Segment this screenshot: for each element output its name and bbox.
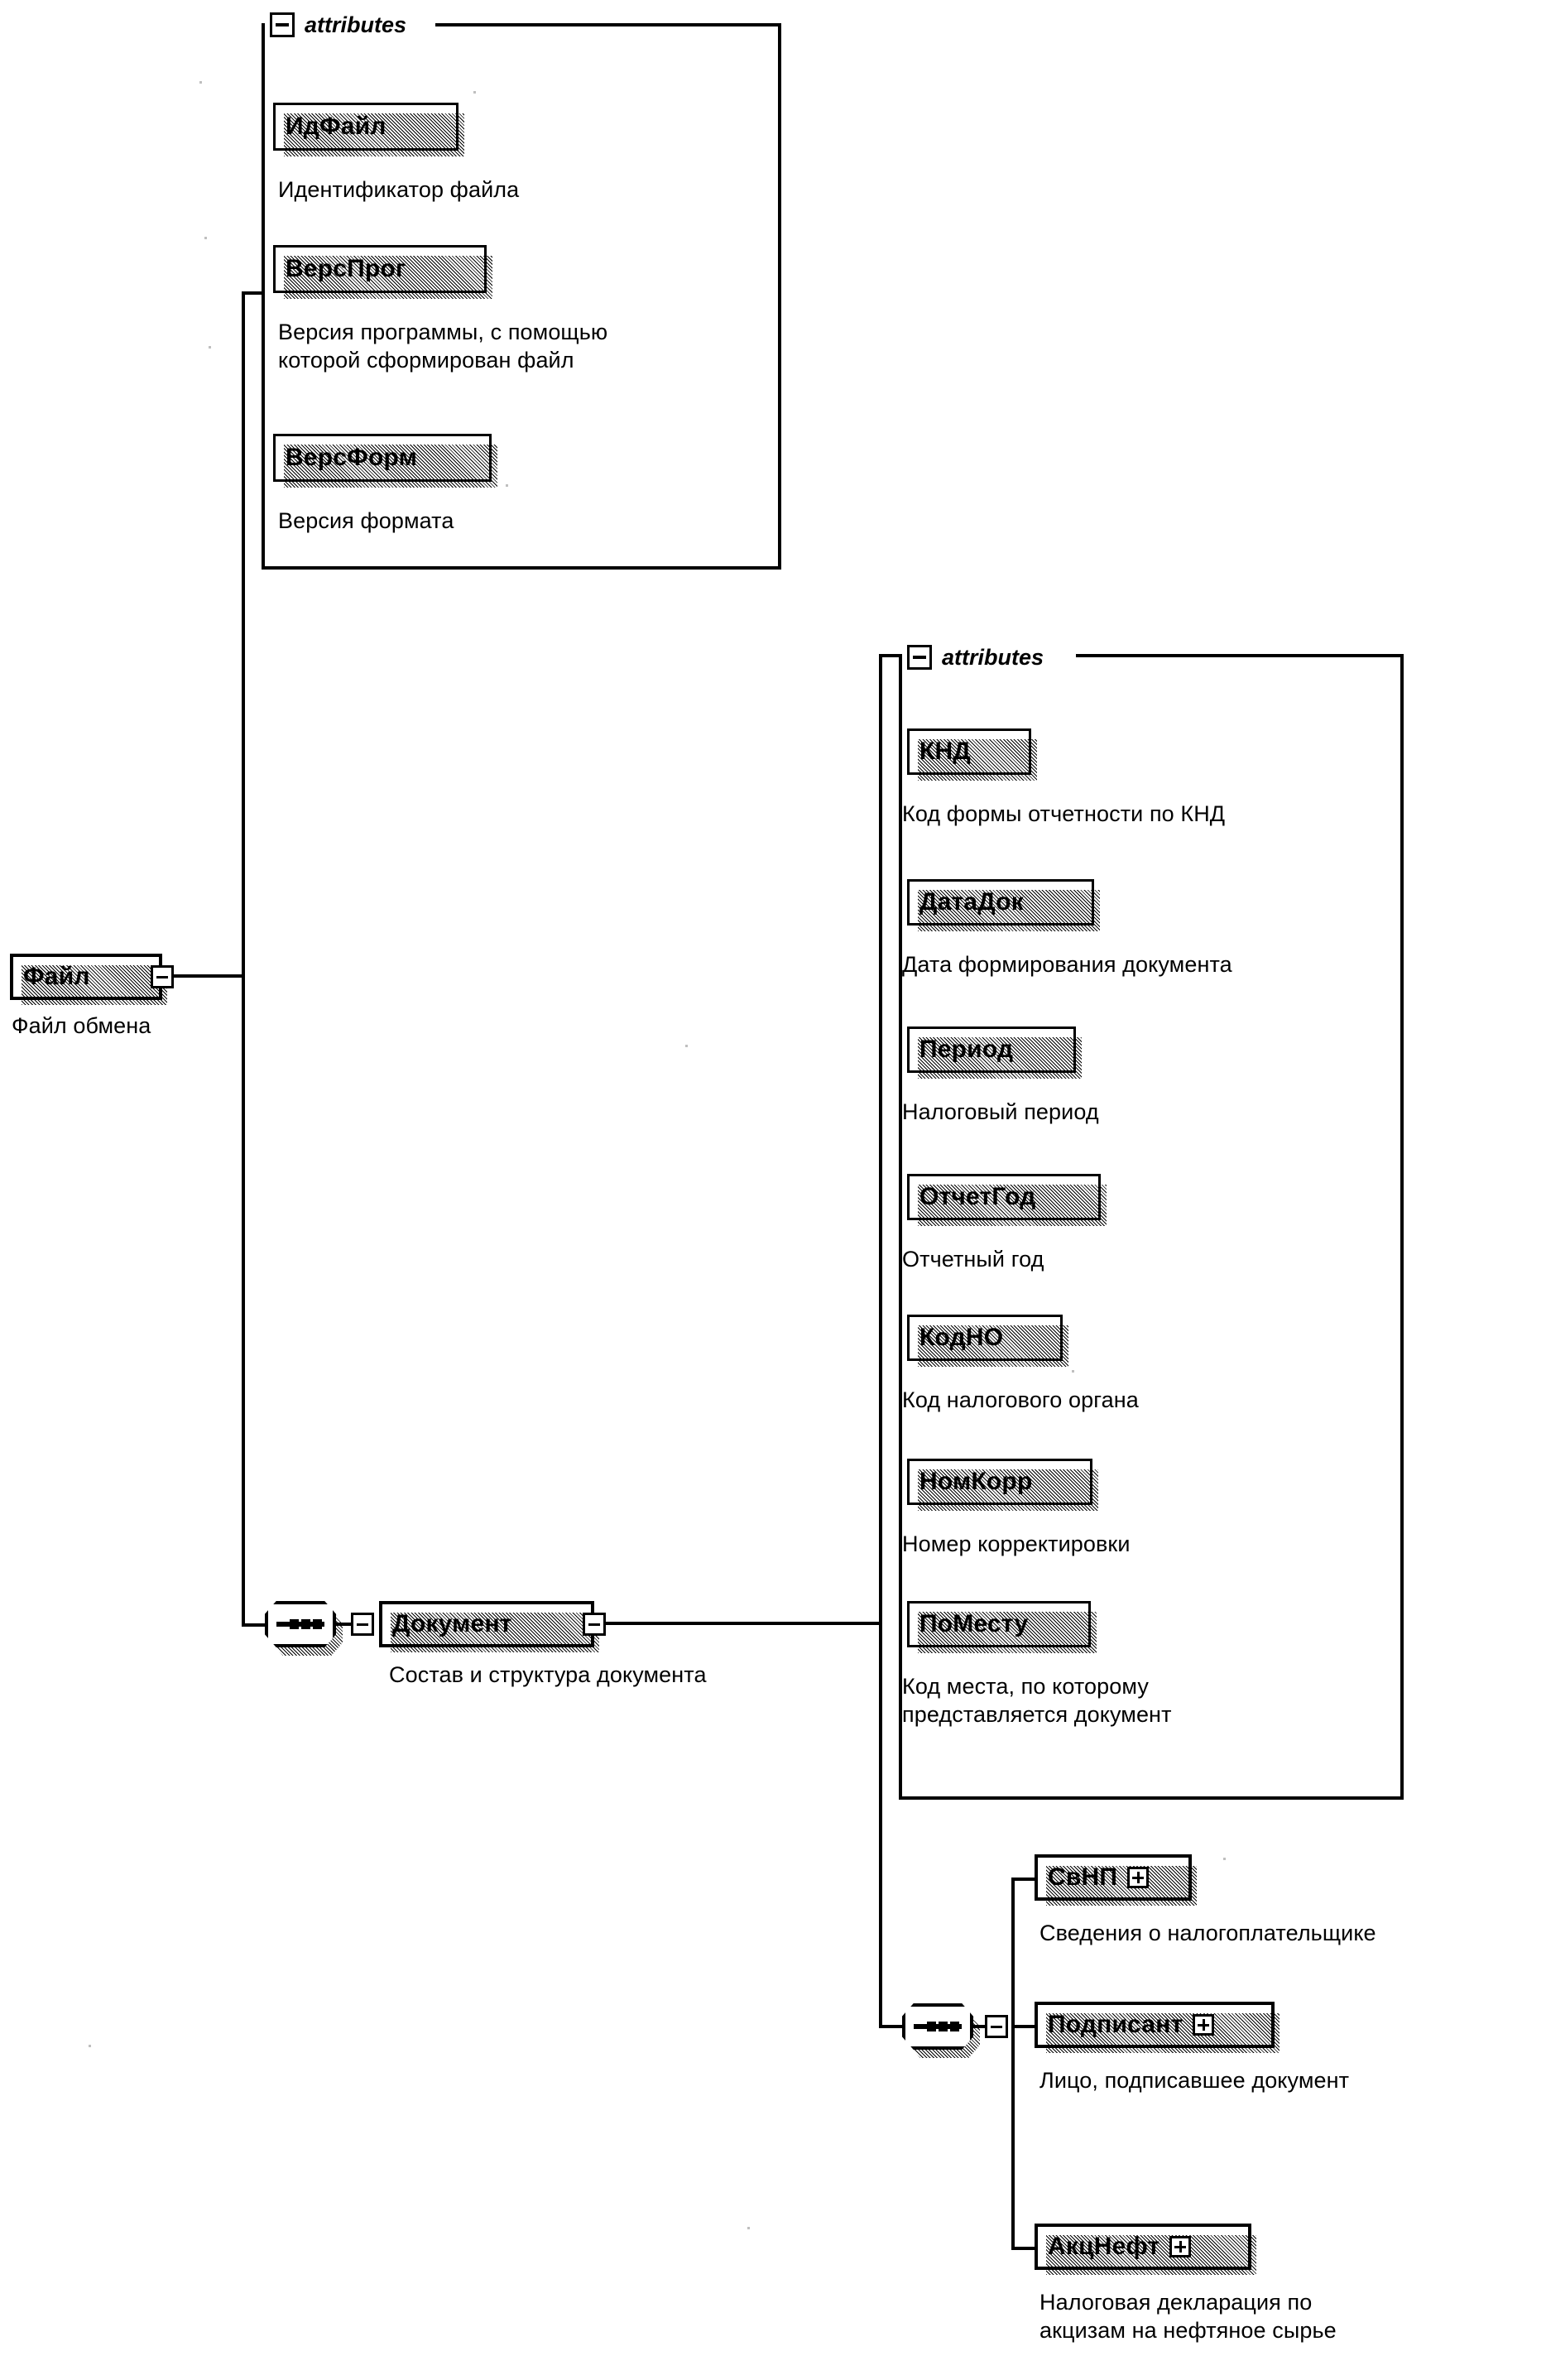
scan-speck <box>1072 1370 1074 1373</box>
connector-root-to-document <box>242 1623 265 1627</box>
scan-speck <box>473 91 476 94</box>
sequence-dot <box>927 2022 936 2031</box>
attribute-label: КНД <box>919 738 971 765</box>
node-podpisant[interactable]: Подписант <box>1035 2002 1280 2053</box>
connector-document-spine <box>879 654 882 2028</box>
connector-root-spine <box>242 291 245 1627</box>
document-collapse-toggle[interactable] <box>583 1613 606 1636</box>
connector-children-bus <box>1011 1878 1015 2248</box>
sequence-dot <box>301 1619 310 1629</box>
minus-box-icon[interactable] <box>907 645 932 670</box>
connector-child-akcneft <box>1011 2247 1038 2250</box>
node-dokument[interactable]: Документ <box>379 1601 599 1652</box>
node-svnp-caption: Сведения о налогоплательщике <box>1039 1921 1376 1945</box>
scan-speck <box>1223 1858 1226 1860</box>
connector-sequence-to-document <box>334 1623 354 1626</box>
attribute-versform-caption: Версия формата <box>278 508 454 533</box>
node-podpisant-caption: Лицо, подписавшее документ <box>1039 2068 1350 2093</box>
attribute-idfail-caption: Идентификатор файла <box>278 177 520 202</box>
document-attributes-frame <box>899 654 1404 1800</box>
document-attributes-header[interactable]: attributes <box>907 641 1053 674</box>
sequence-icon <box>268 1604 333 1644</box>
attribute-pomestu[interactable]: ПоМесту <box>907 1601 1097 1653</box>
attribute-versprog-caption: Версия программы, с помощью которой сфор… <box>278 320 608 373</box>
attribute-kodno[interactable]: КодНО <box>907 1315 1068 1367</box>
attribute-kodno-caption: Код налогового органа <box>902 1387 1139 1412</box>
attribute-idfail[interactable]: ИдФайл <box>273 103 464 156</box>
document-sequence-compositor[interactable] <box>265 1601 336 1647</box>
node-akcneft[interactable]: АкцНефт <box>1035 2224 1256 2275</box>
connector-document-right <box>604 1622 882 1625</box>
sequence-dot <box>290 1619 299 1629</box>
children-sequence-compositor[interactable] <box>902 2003 973 2050</box>
attribute-label: ВерсПрог <box>286 255 406 282</box>
attribute-nomkorr-caption: Номер корректировки <box>902 1531 1131 1556</box>
attribute-period[interactable]: Период <box>907 1027 1082 1079</box>
node-akcneft-caption: Налоговая декларация по акцизам на нефтя… <box>1039 2290 1337 2343</box>
node-fail-collapse-toggle[interactable] <box>151 965 174 988</box>
attribute-label: НомКорр <box>919 1468 1033 1495</box>
node-fail-caption: Файл обмена <box>12 1013 151 1038</box>
connector-root-to-attributes <box>242 291 262 295</box>
attribute-label: ПоМесту <box>919 1610 1029 1637</box>
connector-children-sequence-right <box>972 2025 990 2028</box>
attribute-label: КодНО <box>919 1324 1004 1351</box>
document-attributes-header-label: attributes <box>942 644 1044 670</box>
connector-document-to-children <box>879 2025 902 2028</box>
file-attributes-header[interactable]: attributes <box>270 8 415 41</box>
attribute-otchetgod[interactable]: ОтчетГод <box>907 1174 1107 1226</box>
attribute-nomkorr[interactable]: НомКорр <box>907 1459 1098 1511</box>
sequence-line <box>276 1619 324 1629</box>
attribute-label: ВерсФорм <box>286 444 418 471</box>
node-fail[interactable]: Файл <box>10 954 167 1005</box>
sequence-dot <box>939 2022 948 2031</box>
sequence-dot <box>313 1619 322 1629</box>
scan-speck <box>204 237 207 239</box>
scan-speck <box>199 81 202 84</box>
scan-speck <box>506 484 508 487</box>
connector-root-right <box>174 974 245 978</box>
plus-box-icon[interactable] <box>1127 1867 1150 1888</box>
attribute-otchetgod-caption: Отчетный год <box>902 1247 1044 1272</box>
attribute-knd[interactable]: КНД <box>907 728 1037 781</box>
attribute-label: ИдФайл <box>286 113 386 140</box>
scan-speck <box>685 1045 688 1047</box>
attribute-versform[interactable]: ВерсФорм <box>273 434 497 488</box>
node-label: Подписант <box>1048 2011 1184 2038</box>
attribute-pomestu-caption: Код места, по которому представляется до… <box>902 1674 1172 1727</box>
connector-document-to-attributes <box>879 654 900 657</box>
scan-speck <box>89 2045 91 2047</box>
attribute-datadok-caption: Дата формирования документа <box>902 952 1232 977</box>
attribute-knd-caption: Код формы отчетности по КНД <box>902 801 1226 826</box>
node-label: Документ <box>392 1610 512 1637</box>
attribute-period-caption: Налоговый период <box>902 1099 1099 1124</box>
attribute-label: ОтчетГод <box>919 1183 1036 1210</box>
plus-box-icon[interactable] <box>1169 2236 1192 2257</box>
connector-child-svnp <box>1011 1878 1038 1881</box>
scan-speck <box>209 346 211 349</box>
sequence-icon <box>905 2007 970 2046</box>
attribute-label: ДатаДок <box>919 888 1024 916</box>
attribute-datadok[interactable]: ДатаДок <box>907 879 1100 931</box>
file-attributes-header-label: attributes <box>305 12 407 37</box>
attribute-label: Период <box>919 1036 1014 1063</box>
node-label: АкцНефт <box>1048 2233 1160 2260</box>
node-label: Файл <box>23 963 90 990</box>
document-expand-toggle-left[interactable] <box>351 1613 374 1636</box>
file-attributes-frame <box>262 23 781 570</box>
sequence-line <box>914 2022 962 2031</box>
plus-box-icon[interactable] <box>1193 2014 1215 2036</box>
minus-box-icon[interactable] <box>270 12 295 37</box>
sequence-dot <box>950 2022 959 2031</box>
attribute-versprog[interactable]: ВерсПрог <box>273 245 492 299</box>
connector-child-podpisant <box>1011 2025 1038 2028</box>
node-label: СвНП <box>1048 1863 1118 1891</box>
node-svnp[interactable]: СвНП <box>1035 1854 1197 1906</box>
children-expand-toggle[interactable] <box>985 2015 1008 2038</box>
scan-speck <box>747 2227 750 2229</box>
node-dokument-caption: Состав и структура документа <box>389 1662 707 1687</box>
